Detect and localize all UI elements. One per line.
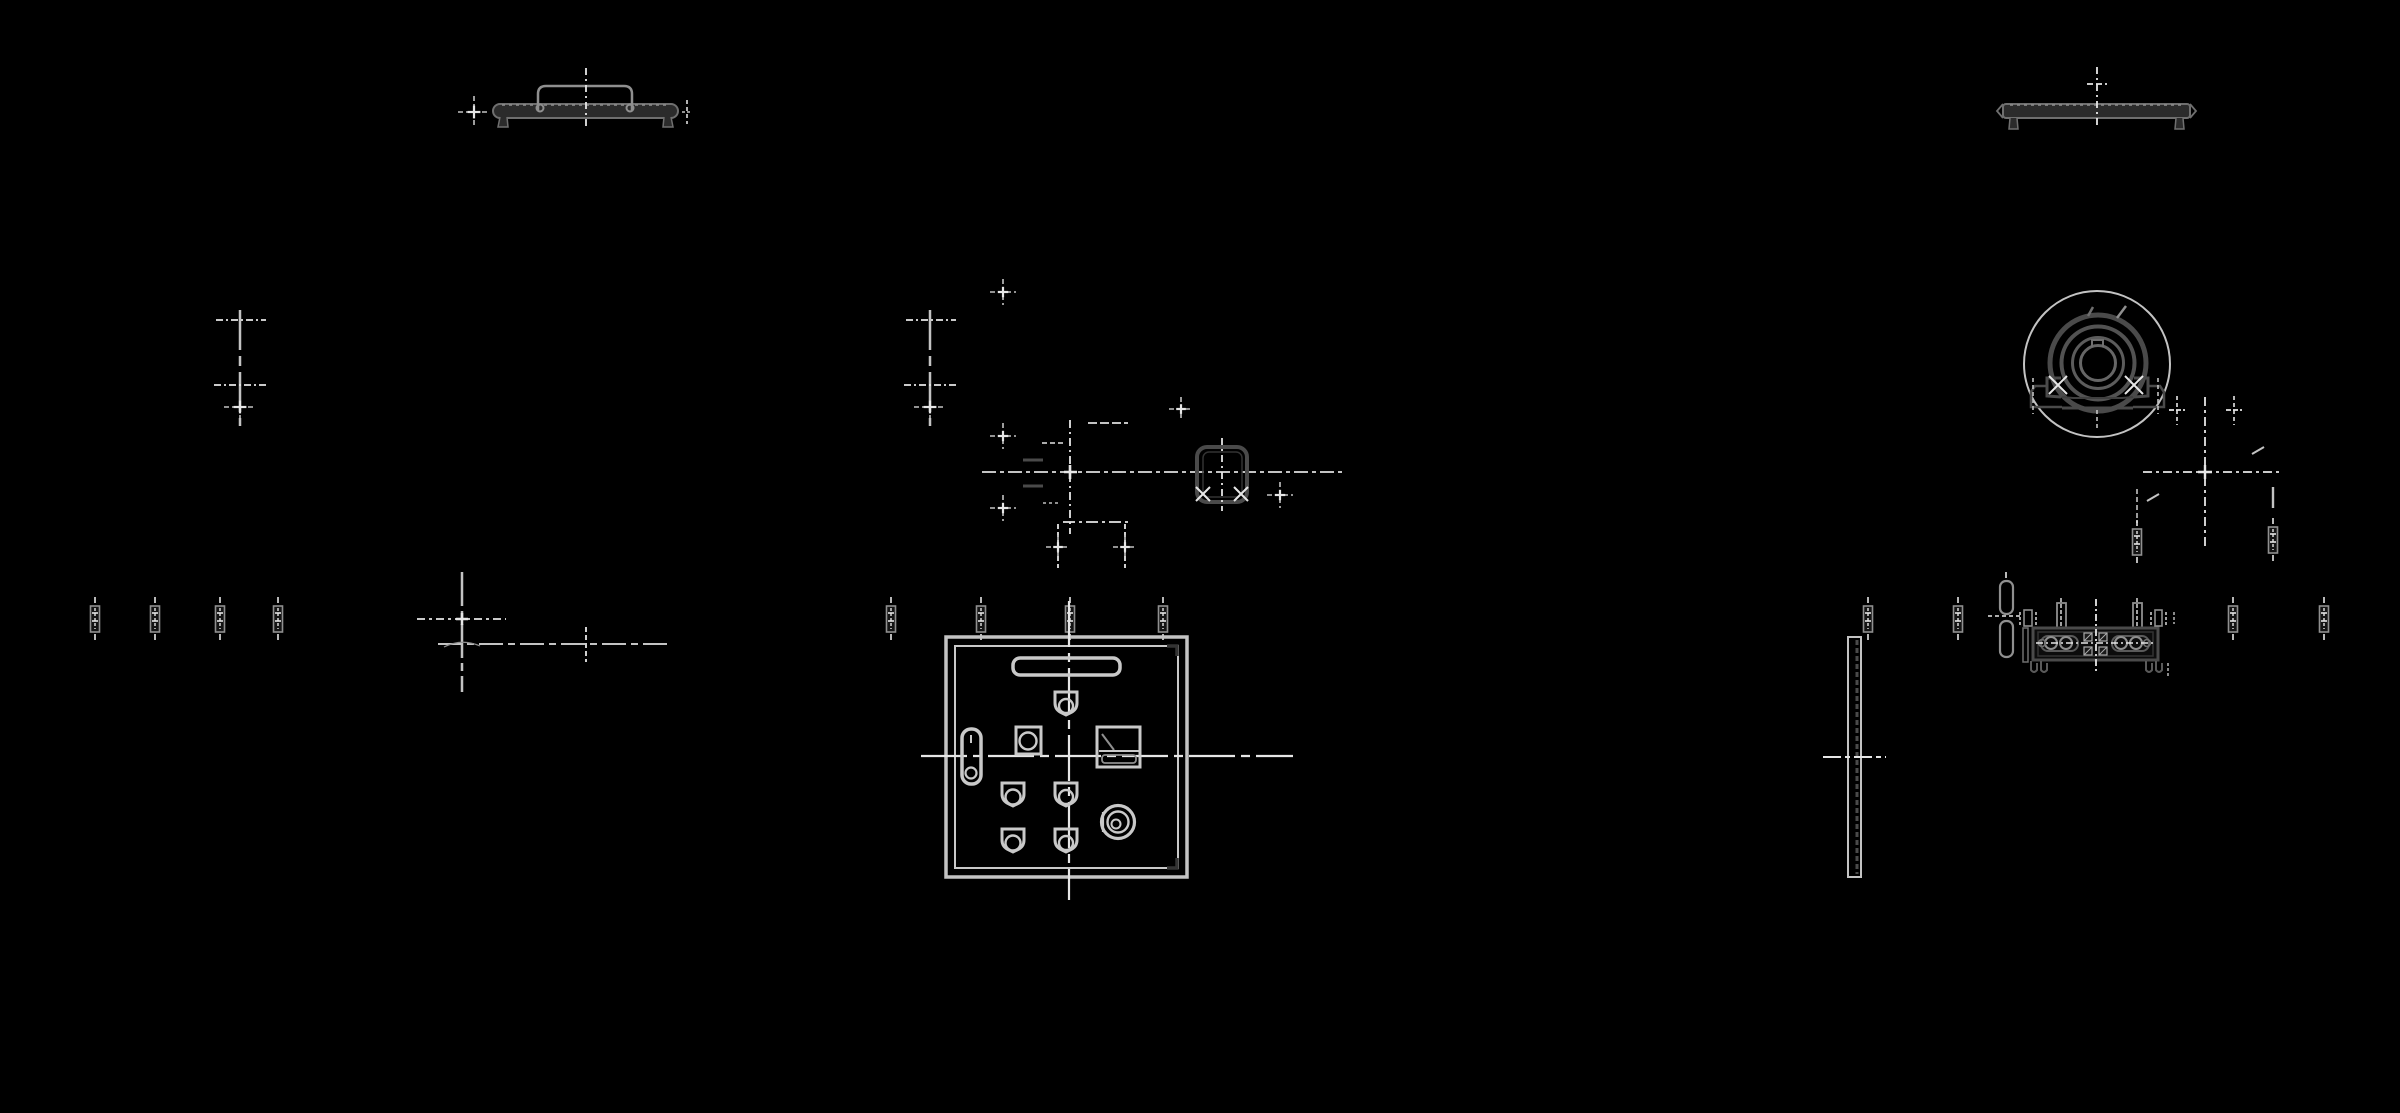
cover-side-view-top-right bbox=[1995, 67, 2198, 130]
center-detail-cluster bbox=[982, 279, 1345, 568]
relay-bottom-view bbox=[921, 601, 1293, 900]
pin-row-left bbox=[89, 597, 284, 640]
cover-side-view-top-left bbox=[458, 68, 692, 128]
pin-row-right bbox=[1862, 597, 2330, 640]
centerline-structure-center bbox=[904, 310, 958, 426]
lamp-front-view bbox=[2023, 290, 2242, 438]
pin-row-center bbox=[885, 597, 1169, 640]
crosshair-left-bottom bbox=[417, 572, 668, 692]
motor-bottom-view bbox=[1988, 572, 2175, 678]
centerline-structure-left bbox=[214, 310, 268, 426]
plate-side-view bbox=[1823, 636, 1886, 878]
crosshair-right-bottom bbox=[2131, 397, 2281, 563]
